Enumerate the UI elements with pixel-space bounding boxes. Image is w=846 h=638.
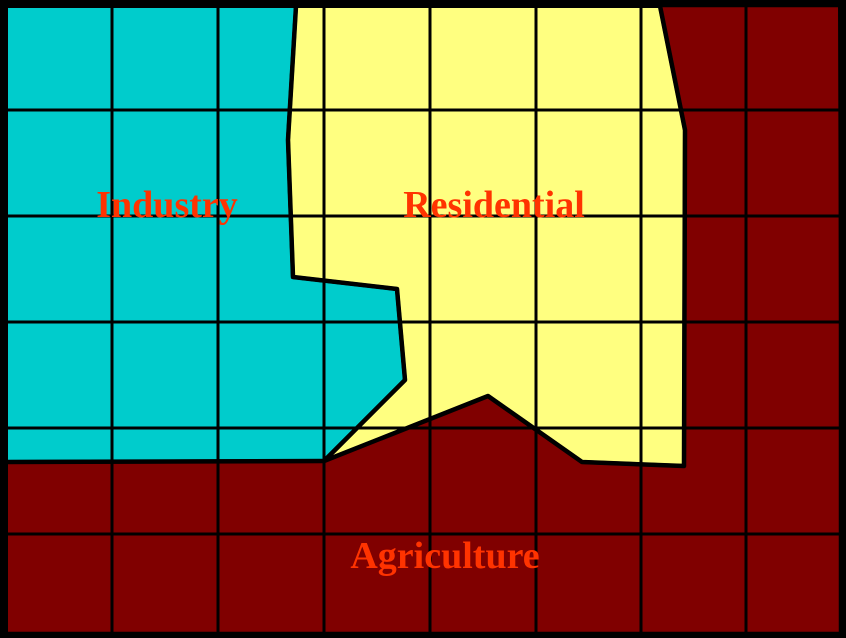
industry-agriculture-boundary	[5, 458, 325, 465]
residential-label: Residential	[403, 184, 585, 226]
grid-overlay	[4, 4, 842, 634]
industry-residential-boundary	[285, 5, 408, 463]
agriculture-label: Agriculture	[350, 535, 540, 577]
residential-agriculture-boundary	[323, 5, 688, 469]
industry-label: Industry	[96, 184, 238, 226]
